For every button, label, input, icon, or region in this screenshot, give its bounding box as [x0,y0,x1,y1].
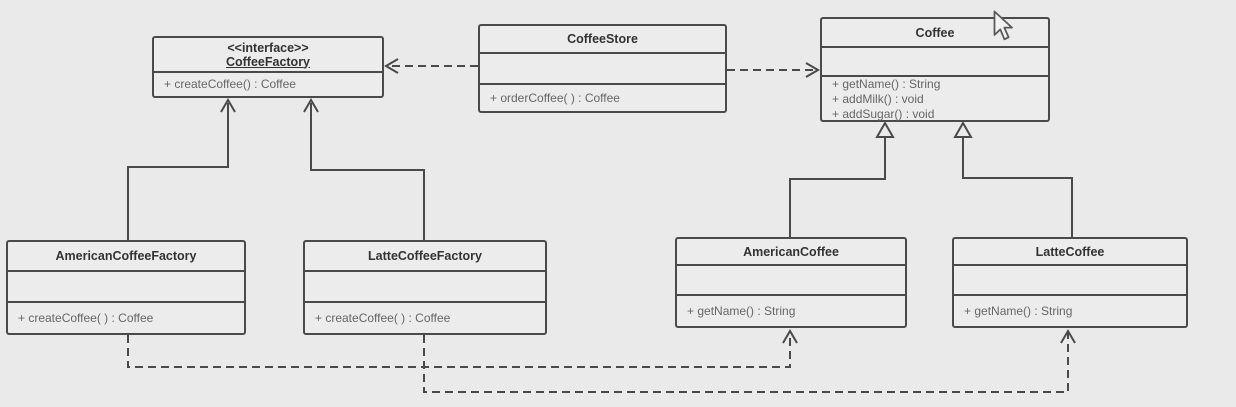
class-methods-section: + getName() : String [954,294,1186,326]
class-stereotype: <<interface>> [227,40,309,55]
class-box-americancoffeefactory[interactable]: AmericanCoffeeFactory + createCoffee( ) … [6,240,246,335]
method-label: + addSugar() : void [832,107,935,121]
class-box-coffeefactory[interactable]: <<interface>> CoffeeFactory + createCoff… [152,36,384,98]
class-methods-section: + getName() : String [677,294,905,326]
method-label: + getName() : String [964,303,1073,318]
class-attributes-section [954,264,1186,294]
realization-arrow-americanfactory-to-coffeefactory [127,98,236,240]
method-label: + createCoffee( ) : Coffee [315,310,451,325]
class-attributes-section [677,264,905,294]
class-title-section: LatteCoffeeFactory [305,242,545,270]
generalization-arrow-lattecoffee-to-coffee [953,120,1073,237]
dependency-arrow-store-to-factory [384,58,478,74]
class-box-americancoffee[interactable]: AmericanCoffee + getName() : String [675,237,907,328]
class-title-section: <<interface>> CoffeeFactory [154,38,382,71]
class-box-lattecoffee[interactable]: LatteCoffee + getName() : String [952,237,1188,328]
realization-arrow-lattefactory-to-coffeefactory [303,98,425,240]
class-name: Coffee [915,25,955,40]
class-methods-section: + createCoffee( ) : Coffee [305,301,545,333]
class-name: AmericanCoffeeFactory [55,249,197,263]
class-title-section: AmericanCoffee [677,239,905,264]
class-name: CoffeeStore [567,32,638,46]
method-label: + addMilk() : void [832,92,924,106]
class-attributes-section [480,52,725,83]
class-name: LatteCoffeeFactory [368,249,482,263]
class-title-section: Coffee [822,19,1048,46]
method-label: + getName() : String [832,77,941,91]
class-title-section: AmericanCoffeeFactory [8,242,244,270]
method-label: + createCoffee( ) : Coffee [18,310,154,325]
class-title-section: LatteCoffee [954,239,1186,264]
class-methods-section: + createCoffee( ) : Coffee [8,301,244,333]
dependency-arrow-lattefactory-to-lattecoffee [423,329,1076,393]
class-title-section: CoffeeStore [480,26,725,52]
class-methods-section: + orderCoffee( ) : Coffee [480,83,725,111]
class-name: CoffeeFactory [225,54,311,69]
method-label: + getName() : String [687,303,796,318]
mouse-cursor-icon [993,10,1013,41]
class-attributes-section [8,270,244,301]
class-name: AmericanCoffee [743,244,839,259]
method-label: + createCoffee() : Coffee [164,77,296,91]
class-box-lattecoffeefactory[interactable]: LatteCoffeeFactory + createCoffee( ) : C… [303,240,547,335]
class-name: LatteCoffee [1035,244,1105,259]
class-attributes-section [822,46,1048,75]
generalization-arrow-americancoffee-to-coffee [789,120,895,237]
class-methods-section: + getName() : String + addMilk() : void … [822,75,1048,122]
dependency-arrow-americanfactory-to-americancoffee [127,329,798,368]
method-label: + orderCoffee( ) : Coffee [490,90,620,105]
class-box-coffeestore[interactable]: CoffeeStore + orderCoffee( ) : Coffee [478,24,727,113]
class-attributes-section [305,270,545,301]
class-box-coffee[interactable]: Coffee + getName() : String + addMilk() … [820,17,1050,122]
class-methods-section: + createCoffee() : Coffee [154,71,382,96]
dependency-arrow-store-to-coffee [727,62,820,78]
